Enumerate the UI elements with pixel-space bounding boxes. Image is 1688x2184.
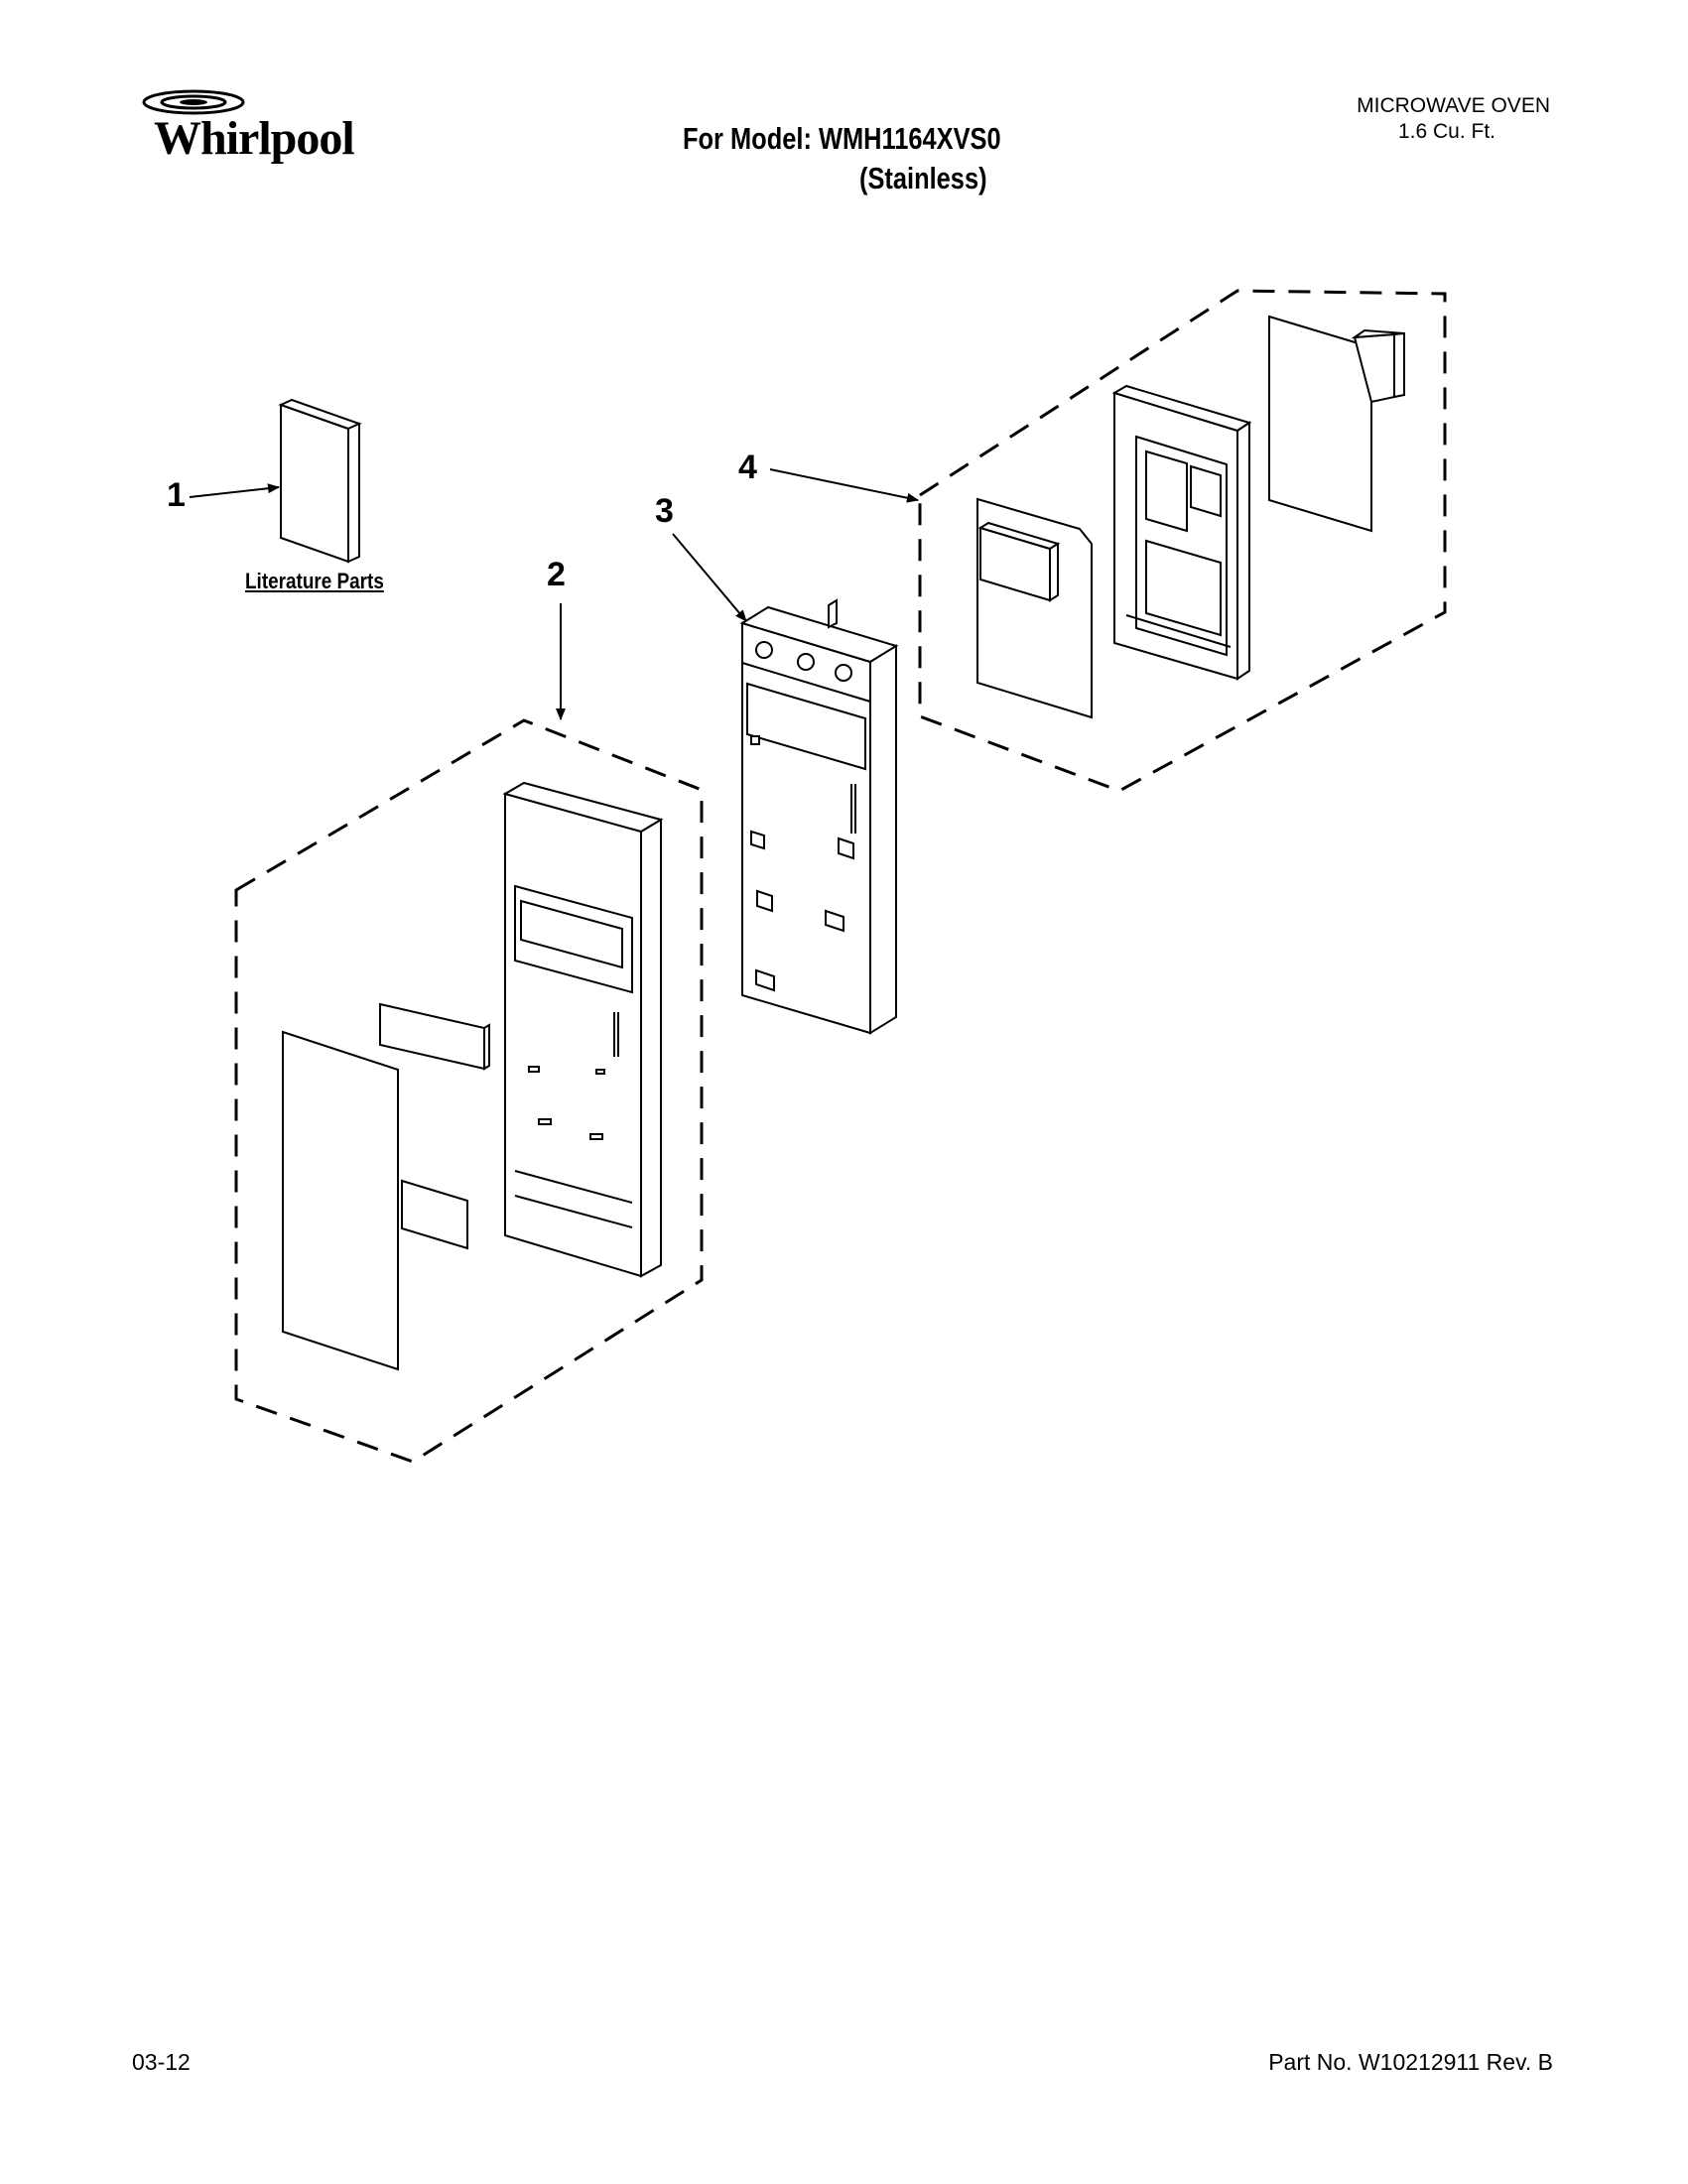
callout-1-leader (189, 483, 280, 498)
group-2-boundary (234, 718, 704, 1464)
display-window (379, 1002, 485, 1071)
literature-parts-label: Literature Parts (245, 569, 384, 593)
control-board-assembly (976, 315, 1405, 719)
callout-1: 1 (167, 476, 186, 514)
product-size: 1.6 Cu. Ft. (1397, 120, 1495, 143)
keypad-overlay (282, 1030, 399, 1371)
control-housing (739, 598, 899, 1035)
callout-3: 3 (655, 492, 674, 530)
callout-2: 2 (547, 556, 566, 593)
control-panel-frame (502, 781, 664, 1278)
callout-4: 4 (738, 449, 757, 486)
callout-4-leader (769, 468, 919, 503)
model-finish: (Stainless) (859, 161, 987, 195)
model-number: For Model: WMH1164XVS0 (683, 121, 1001, 156)
brand-logo: Whirlpool (154, 112, 355, 165)
callout-3-leader (672, 533, 747, 622)
whirlpool-logo-swirl (142, 89, 245, 115)
literature-booklet (278, 398, 362, 564)
group-4-boundary (918, 289, 1447, 793)
footer-part-number: Part No. W10212911 Rev. B (1268, 2049, 1553, 2075)
footer-date: 03-12 (132, 2049, 191, 2075)
product-type: MICROWAVE OVEN (1357, 94, 1550, 117)
bracket-plate (401, 1179, 468, 1250)
